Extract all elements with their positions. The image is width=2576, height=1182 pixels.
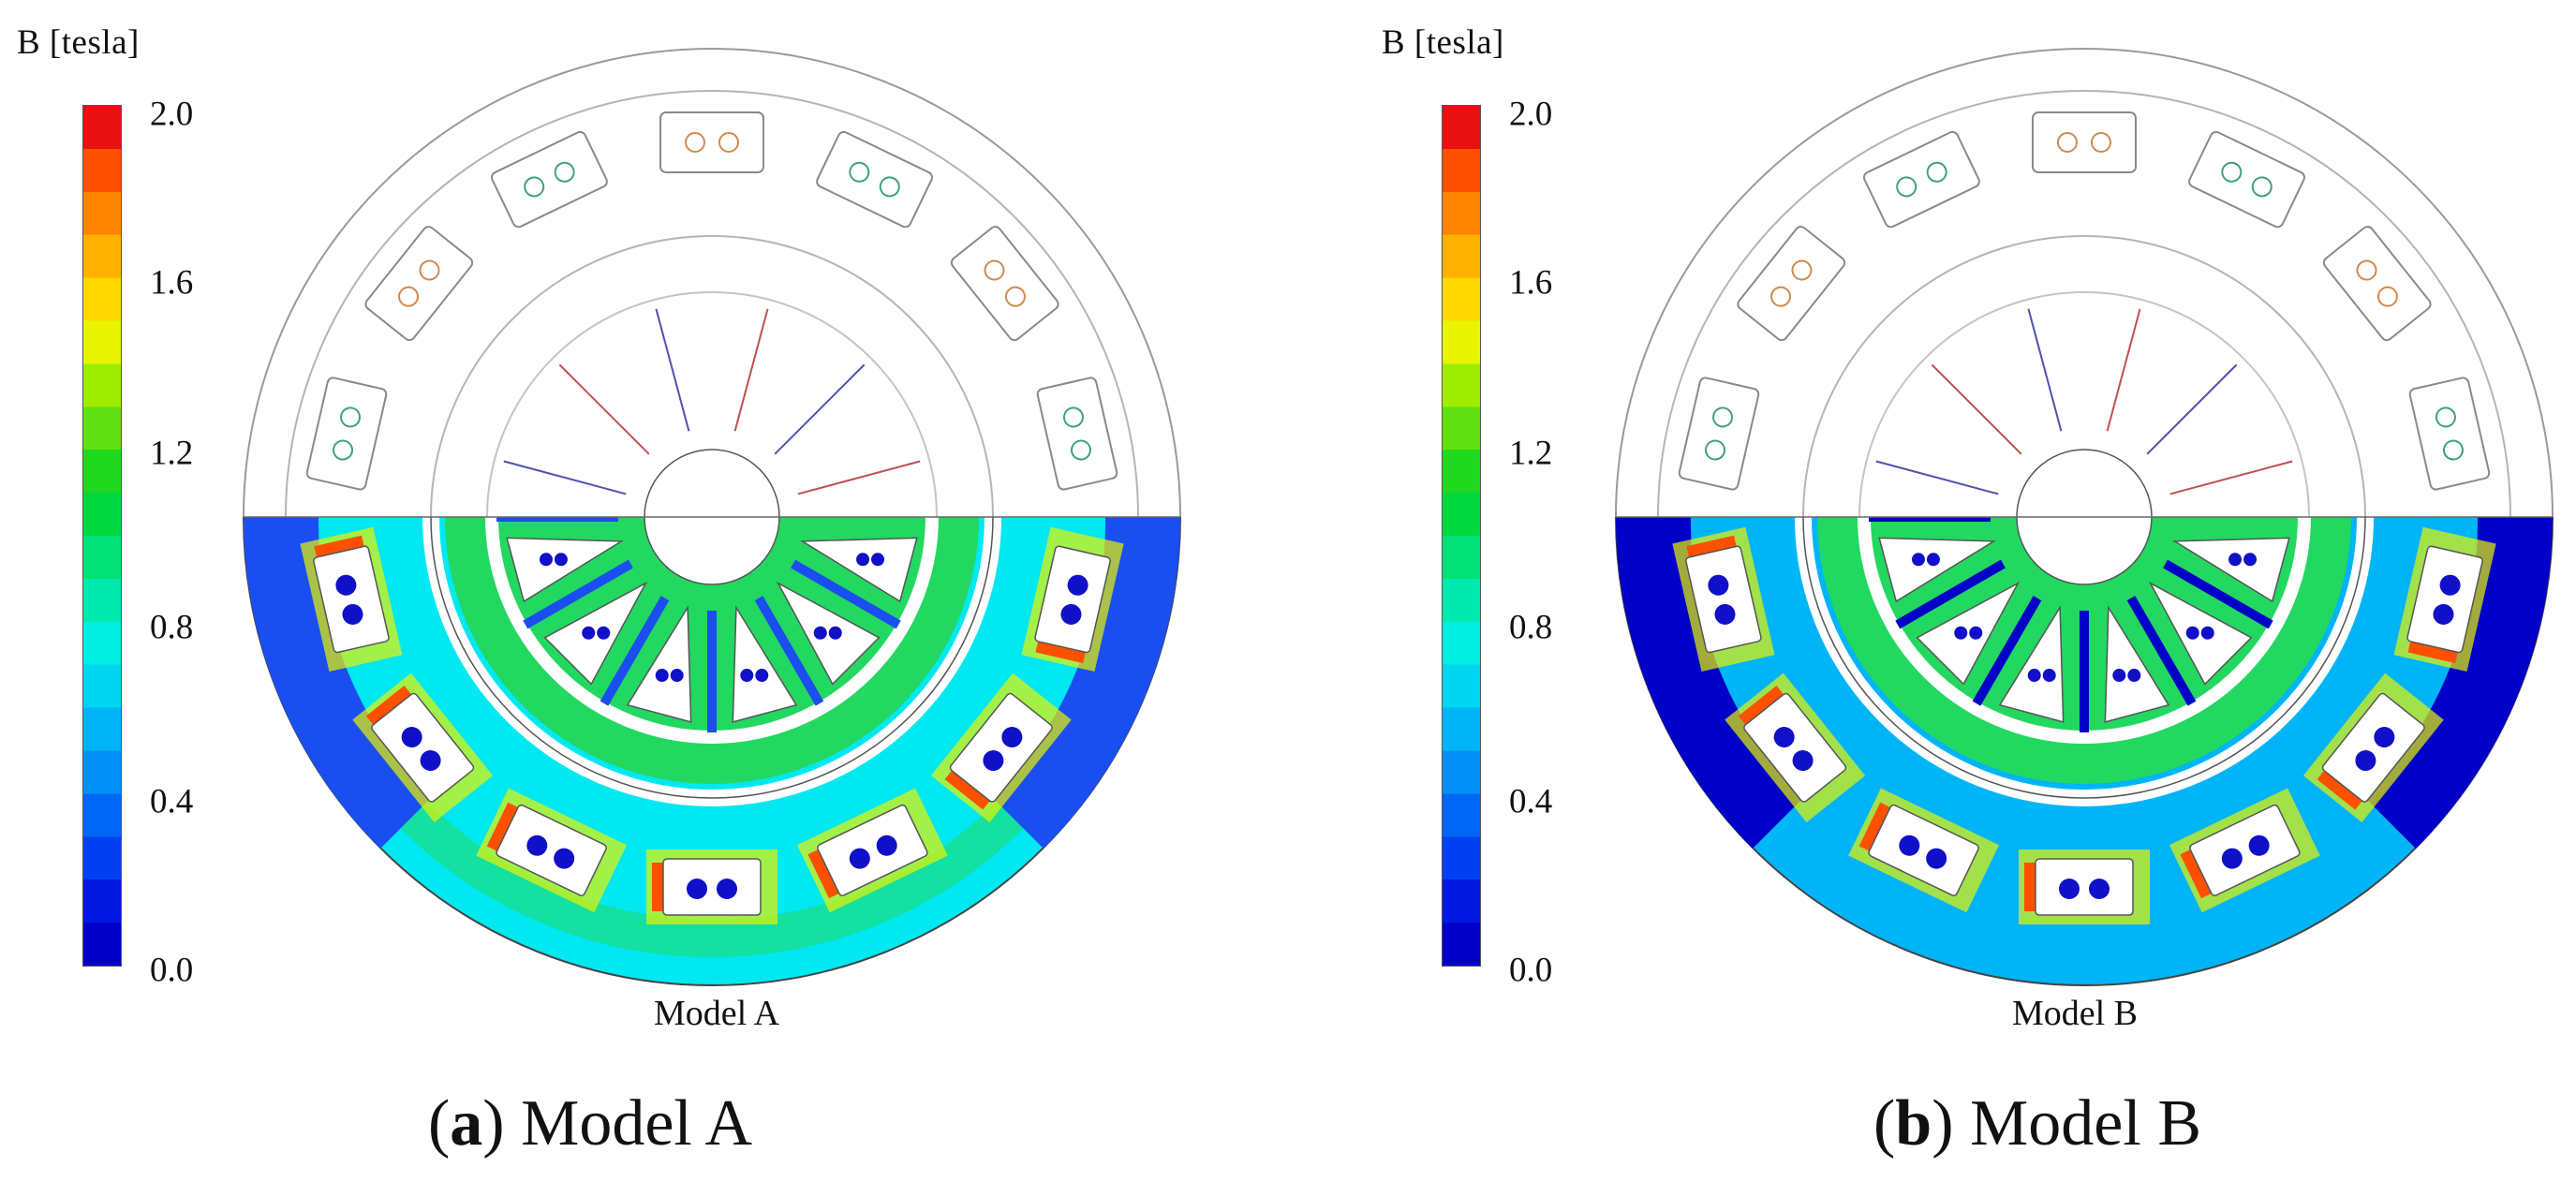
stator-slot: [1036, 377, 1118, 491]
colorbar-tick: 0.4: [1509, 782, 1553, 821]
caption-text: Model B: [1970, 1087, 2202, 1160]
colorbar: [1442, 105, 1481, 967]
colorbar-tick: 1.2: [150, 434, 194, 473]
colorbar-tick: 0.0: [150, 951, 194, 990]
panel-model-b: B [tesla] 2.0 1.6 1.2 0.8 0.4 0.0 Model …: [1288, 0, 2576, 1182]
rotor-slot: [776, 581, 881, 686]
stator-slot: [1848, 788, 2000, 913]
motor-cross-section-model-b: [1615, 48, 2554, 986]
rotor-slot: [2172, 537, 2290, 603]
stator-slot: [2393, 526, 2496, 672]
motor-cross-section-model-a: [243, 48, 1181, 986]
stator-slot: [796, 788, 948, 913]
caption-letter: b: [1895, 1087, 1932, 1160]
colorbar-tick: 2.0: [150, 95, 194, 134]
colorbar-tick: 1.6: [1509, 263, 1553, 303]
stator-slot: [659, 111, 764, 173]
rotor-slot: [506, 537, 624, 603]
flux-density-field: [243, 517, 1181, 986]
model-label: Model A: [653, 994, 780, 1033]
stator-slot: [364, 226, 474, 342]
rotor-slot: [2148, 581, 2253, 686]
panel-model-a: B [tesla] 2.0 1.6 1.2 0.8 0.4 0.0 Model …: [17, 23, 1181, 1160]
stator-outline: [1615, 48, 2554, 518]
colorbar-tick: 1.2: [1509, 434, 1553, 473]
caption-letter: a: [450, 1087, 483, 1160]
colorbar-tick: 0.0: [1509, 951, 1553, 990]
stator-slot: [1863, 130, 1980, 229]
figure-caption-a: (a) Model A: [427, 1087, 753, 1160]
stator-slot: [930, 672, 1072, 822]
rotor-slot: [800, 537, 918, 603]
stator-slot: [646, 850, 777, 924]
colorbar-tick: 0.4: [150, 782, 194, 821]
stator-slot: [2169, 788, 2320, 913]
stator-slot: [2408, 377, 2491, 491]
rotor-slot: [626, 605, 692, 723]
rotor-slot: [1916, 581, 2021, 686]
rotor-slot: [543, 581, 648, 686]
flux-density-field: [1615, 517, 2554, 986]
rotor-slot: [1998, 605, 2065, 723]
stator-slot: [476, 788, 628, 913]
stator-slot: [2322, 226, 2432, 342]
colorbar-title: B [tesla]: [1382, 23, 1504, 62]
colorbar-title: B [tesla]: [17, 23, 140, 62]
colorbar-tick: 1.6: [150, 263, 194, 303]
colorbar-tick: 0.8: [1509, 608, 1553, 647]
stator-slot: [1021, 526, 1124, 672]
stator-slot: [816, 130, 933, 229]
stator-slot: [305, 377, 388, 491]
stator-outline: [243, 48, 1181, 518]
stator-slot: [491, 130, 608, 229]
stator-slot: [1672, 526, 1775, 672]
stator-slot: [1725, 672, 1866, 822]
stator-slot: [950, 226, 1059, 342]
stator-slot: [2032, 111, 2137, 173]
stator-slot: [300, 526, 403, 672]
stator-slot: [2188, 130, 2305, 229]
stator-slot: [352, 672, 494, 822]
stator-slot: [1737, 226, 1846, 342]
rotor-slot: [732, 605, 798, 723]
model-label: Model B: [2011, 994, 2139, 1033]
rotor-slot: [1878, 537, 1996, 603]
rotor-slot: [2104, 605, 2170, 723]
stator-slot: [2019, 850, 2150, 924]
stator-slot: [2302, 672, 2444, 822]
colorbar: [82, 105, 122, 967]
colorbar-tick: 2.0: [1509, 95, 1553, 134]
stator-slot: [1678, 377, 1760, 491]
colorbar-tick: 0.8: [150, 608, 194, 647]
figure-caption-b: (b) Model B: [1873, 1087, 2202, 1160]
caption-text: Model A: [521, 1087, 753, 1160]
